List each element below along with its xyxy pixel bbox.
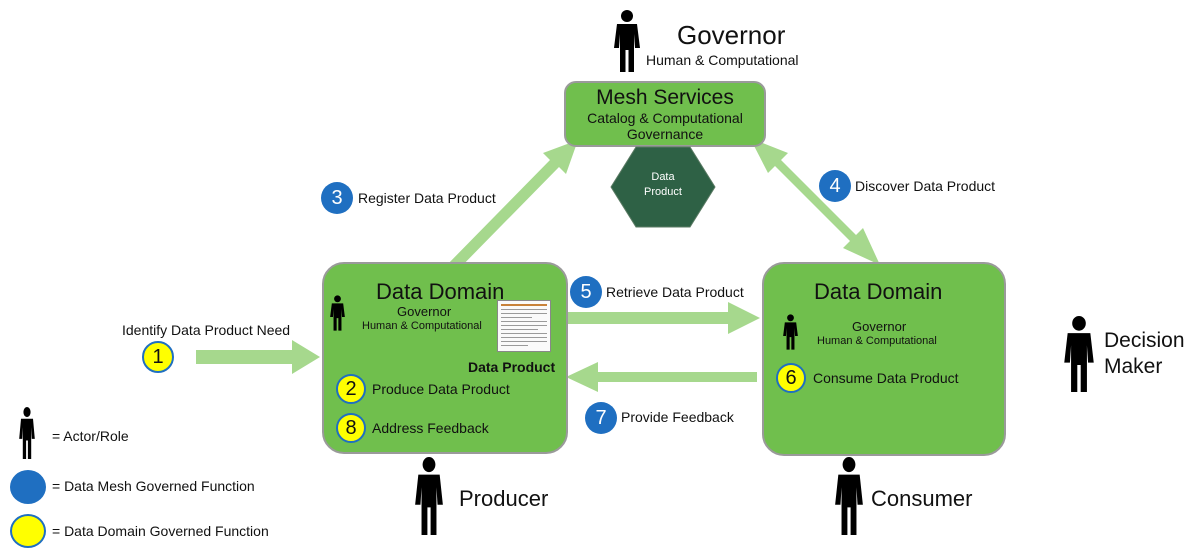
- step-3-badge: 3: [321, 182, 353, 214]
- step-6-label: Consume Data Product: [813, 370, 959, 386]
- producer-governor-person-icon: [329, 295, 346, 336]
- step-7-label: Provide Feedback: [621, 409, 734, 425]
- producer-domain-title: Data Domain: [376, 279, 505, 304]
- consumer-data-domain-box: [762, 262, 1006, 456]
- step-1-label: Identify Data Product Need: [122, 322, 291, 338]
- step-2-label: Produce Data Product: [372, 381, 510, 397]
- data-product-hexagon-label: Data Product: [644, 171, 682, 198]
- mesh-services-title: Mesh Services: [596, 86, 734, 109]
- step-8-badge: 8: [336, 413, 366, 443]
- consumer-person-icon: [833, 457, 865, 540]
- mesh-services-box: Mesh Services Catalog & Computational Go…: [564, 81, 766, 147]
- consumer-label: Consumer: [871, 486, 973, 511]
- producer-person-icon: [413, 457, 445, 540]
- decision-maker-label: Decision Maker: [1104, 329, 1185, 378]
- decision-maker-person-icon: [1062, 316, 1096, 397]
- legend-domain-yellow-circle: [10, 514, 46, 548]
- legend-mesh-blue-circle: [10, 470, 46, 504]
- hexagon-icon: [610, 146, 716, 228]
- legend-actor-person-icon: [18, 407, 36, 464]
- mesh-services-subtitle: Catalog & Computational Governance: [587, 110, 743, 142]
- legend-domain-label: = Data Domain Governed Function: [52, 523, 269, 539]
- arrow-register: [442, 140, 578, 277]
- step-5-badge: 5: [570, 276, 602, 308]
- step-4-label: Discover Data Product: [855, 178, 996, 194]
- legend-mesh-label: = Data Mesh Governed Function: [52, 478, 255, 494]
- producer-governor-label: Governor: [397, 304, 452, 319]
- step-5-label: Retrieve Data Product: [606, 284, 744, 300]
- step-3-label: Register Data Product: [358, 190, 496, 206]
- governor-top-person-icon: [612, 10, 642, 77]
- arrow-feedback: [566, 362, 757, 392]
- governor-top-subtitle: Human & Computational: [646, 52, 799, 68]
- step-7-badge: 7: [585, 402, 617, 434]
- producer-governor-sublabel: Human & Computational: [362, 320, 482, 332]
- producer-data-product-label: Data Product: [468, 359, 556, 375]
- consumer-governor-label: Governor: [852, 319, 907, 334]
- producer-label: Producer: [459, 486, 549, 511]
- arrow-identify-to-domain: [196, 340, 320, 374]
- step-6-badge: 6: [776, 363, 806, 393]
- governor-top-title: Governor: [677, 20, 786, 50]
- data-product-document-icon: [497, 300, 551, 352]
- consumer-domain-title: Data Domain: [814, 279, 943, 304]
- step-2-badge: 2: [336, 374, 366, 404]
- step-1-badge: 1: [142, 341, 174, 373]
- consumer-governor-sublabel: Human & Computational: [817, 335, 937, 347]
- step-8-label: Address Feedback: [372, 420, 489, 436]
- legend-actor-label: = Actor/Role: [52, 428, 129, 444]
- arrow-discover: [750, 138, 880, 265]
- step-4-badge: 4: [819, 170, 851, 202]
- arrow-retrieve: [568, 302, 760, 334]
- data-product-hexagon: [610, 146, 716, 233]
- consumer-governor-person-icon: [782, 312, 799, 357]
